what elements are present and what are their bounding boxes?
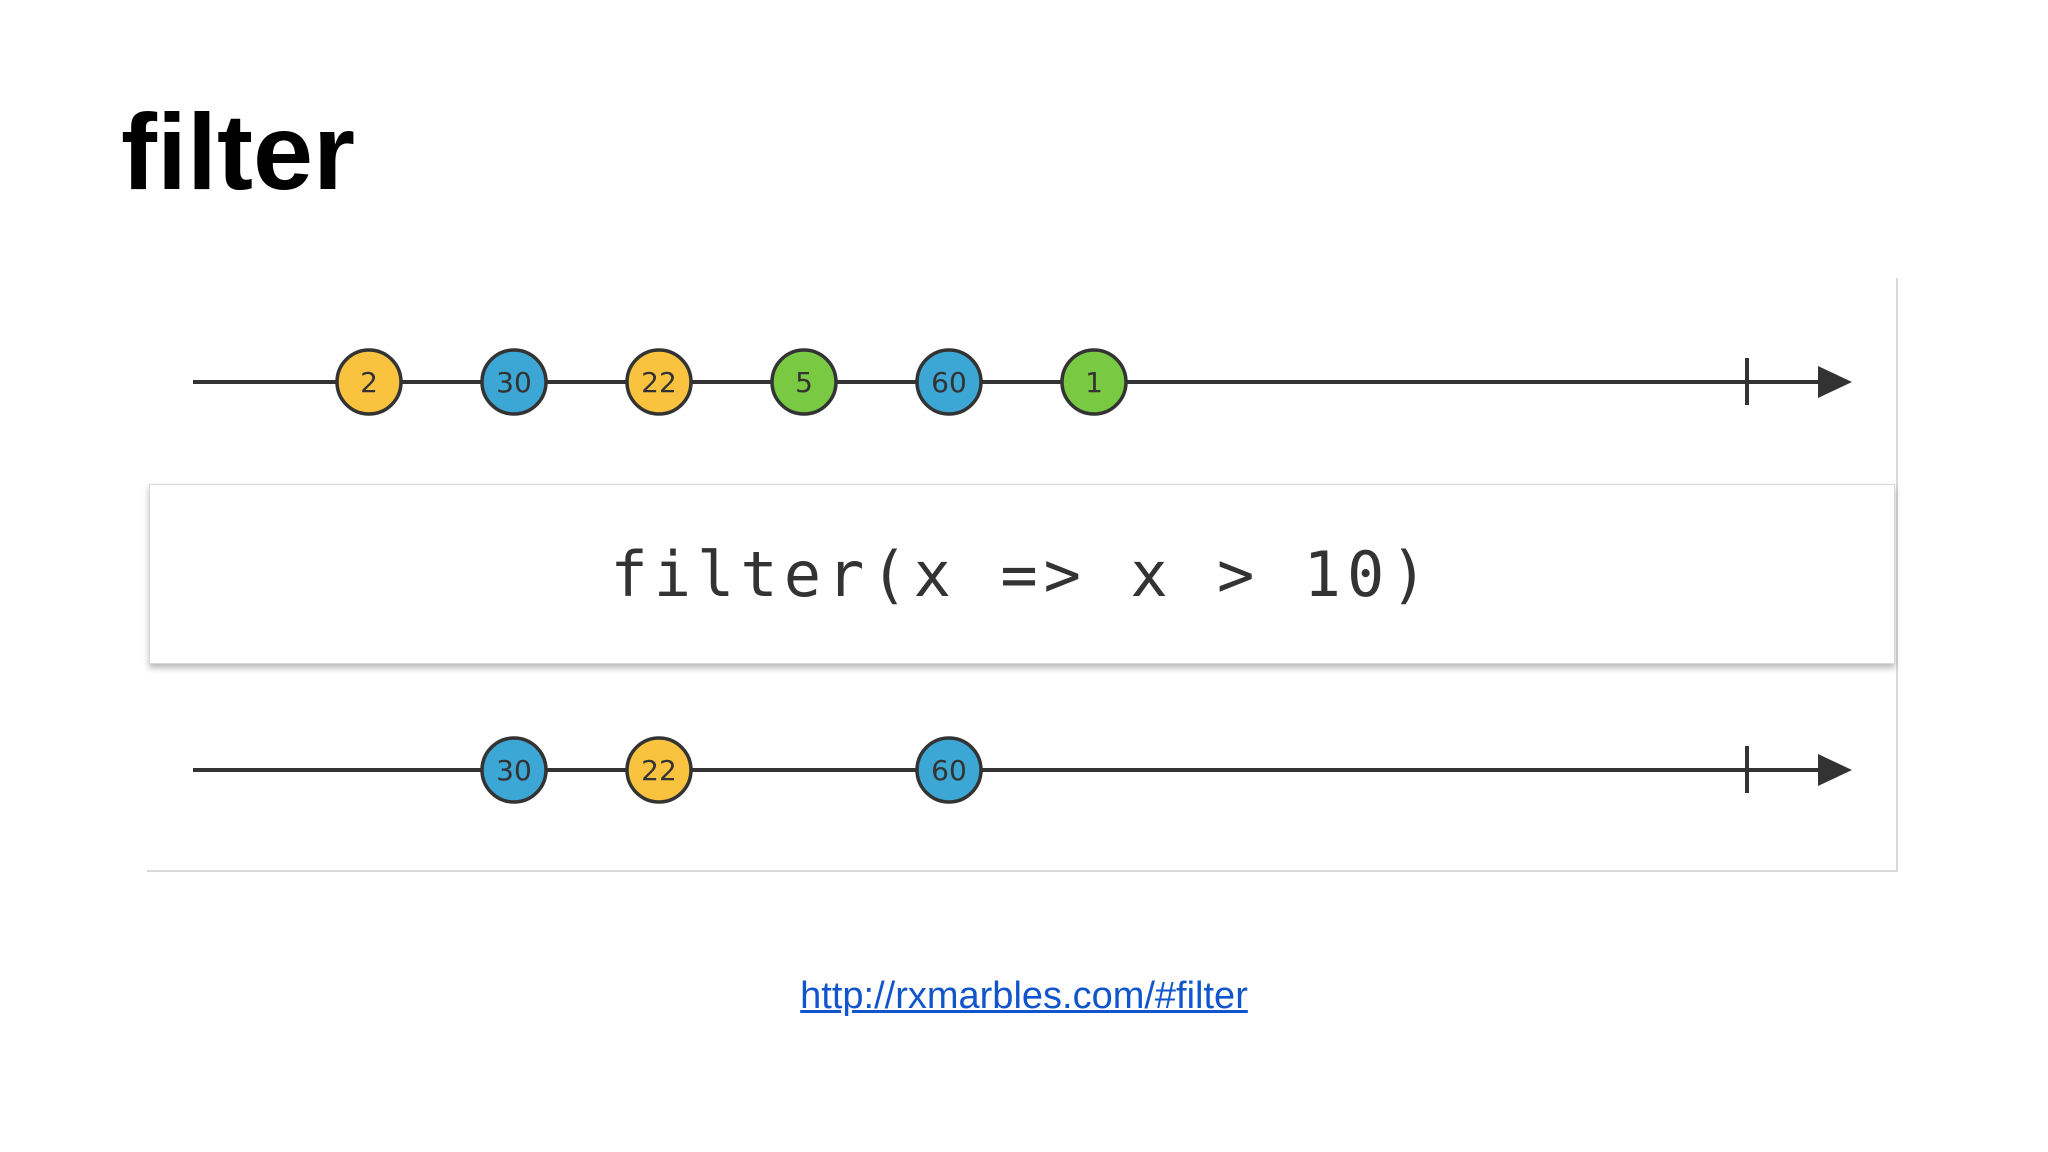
output-marble-60: 60	[915, 736, 983, 804]
input-marble-30: 30	[480, 348, 548, 416]
input-marble-label: 1	[1085, 366, 1103, 399]
output-marble-circle	[915, 736, 983, 804]
output-marble-22: 22	[625, 736, 693, 804]
operator-label: filter(x => x > 10)	[610, 537, 1434, 611]
input-marble-label: 22	[641, 366, 677, 399]
input-marble-circle	[480, 348, 548, 416]
output-timeline-arrow	[1818, 754, 1852, 786]
input-marble-2: 2	[335, 348, 403, 416]
input-marble-label: 60	[931, 366, 967, 399]
input-marble-label: 2	[360, 366, 378, 399]
input-marble-circle	[1060, 348, 1128, 416]
input-marbles: 2 30 22 5 60 1	[335, 348, 1128, 416]
input-marble-circle	[770, 348, 838, 416]
input-marble-label: 30	[496, 366, 532, 399]
rxmarbles-link[interactable]: http://rxmarbles.com/#filter	[800, 975, 1248, 1017]
input-marble-1: 1	[1060, 348, 1128, 416]
output-timeline: 30 22 60	[193, 736, 1852, 804]
input-marble-circle	[335, 348, 403, 416]
output-marble-label: 30	[496, 754, 532, 787]
output-marble-label: 60	[931, 754, 967, 787]
input-timeline-arrow	[1818, 366, 1852, 398]
output-marble-30: 30	[480, 736, 548, 804]
output-marble-circle	[480, 736, 548, 804]
output-marble-circle	[625, 736, 693, 804]
slide-title: filter	[121, 91, 356, 212]
input-marble-circle	[915, 348, 983, 416]
output-marbles: 30 22 60	[480, 736, 983, 804]
operator-box: filter(x => x > 10)	[149, 484, 1895, 664]
input-timeline: 2 30 22 5 60 1	[193, 348, 1852, 416]
input-marble-circle	[625, 348, 693, 416]
input-marble-label: 5	[795, 366, 813, 399]
input-marble-60: 60	[915, 348, 983, 416]
input-marble-5: 5	[770, 348, 838, 416]
output-marble-label: 22	[641, 754, 677, 787]
input-marble-22: 22	[625, 348, 693, 416]
